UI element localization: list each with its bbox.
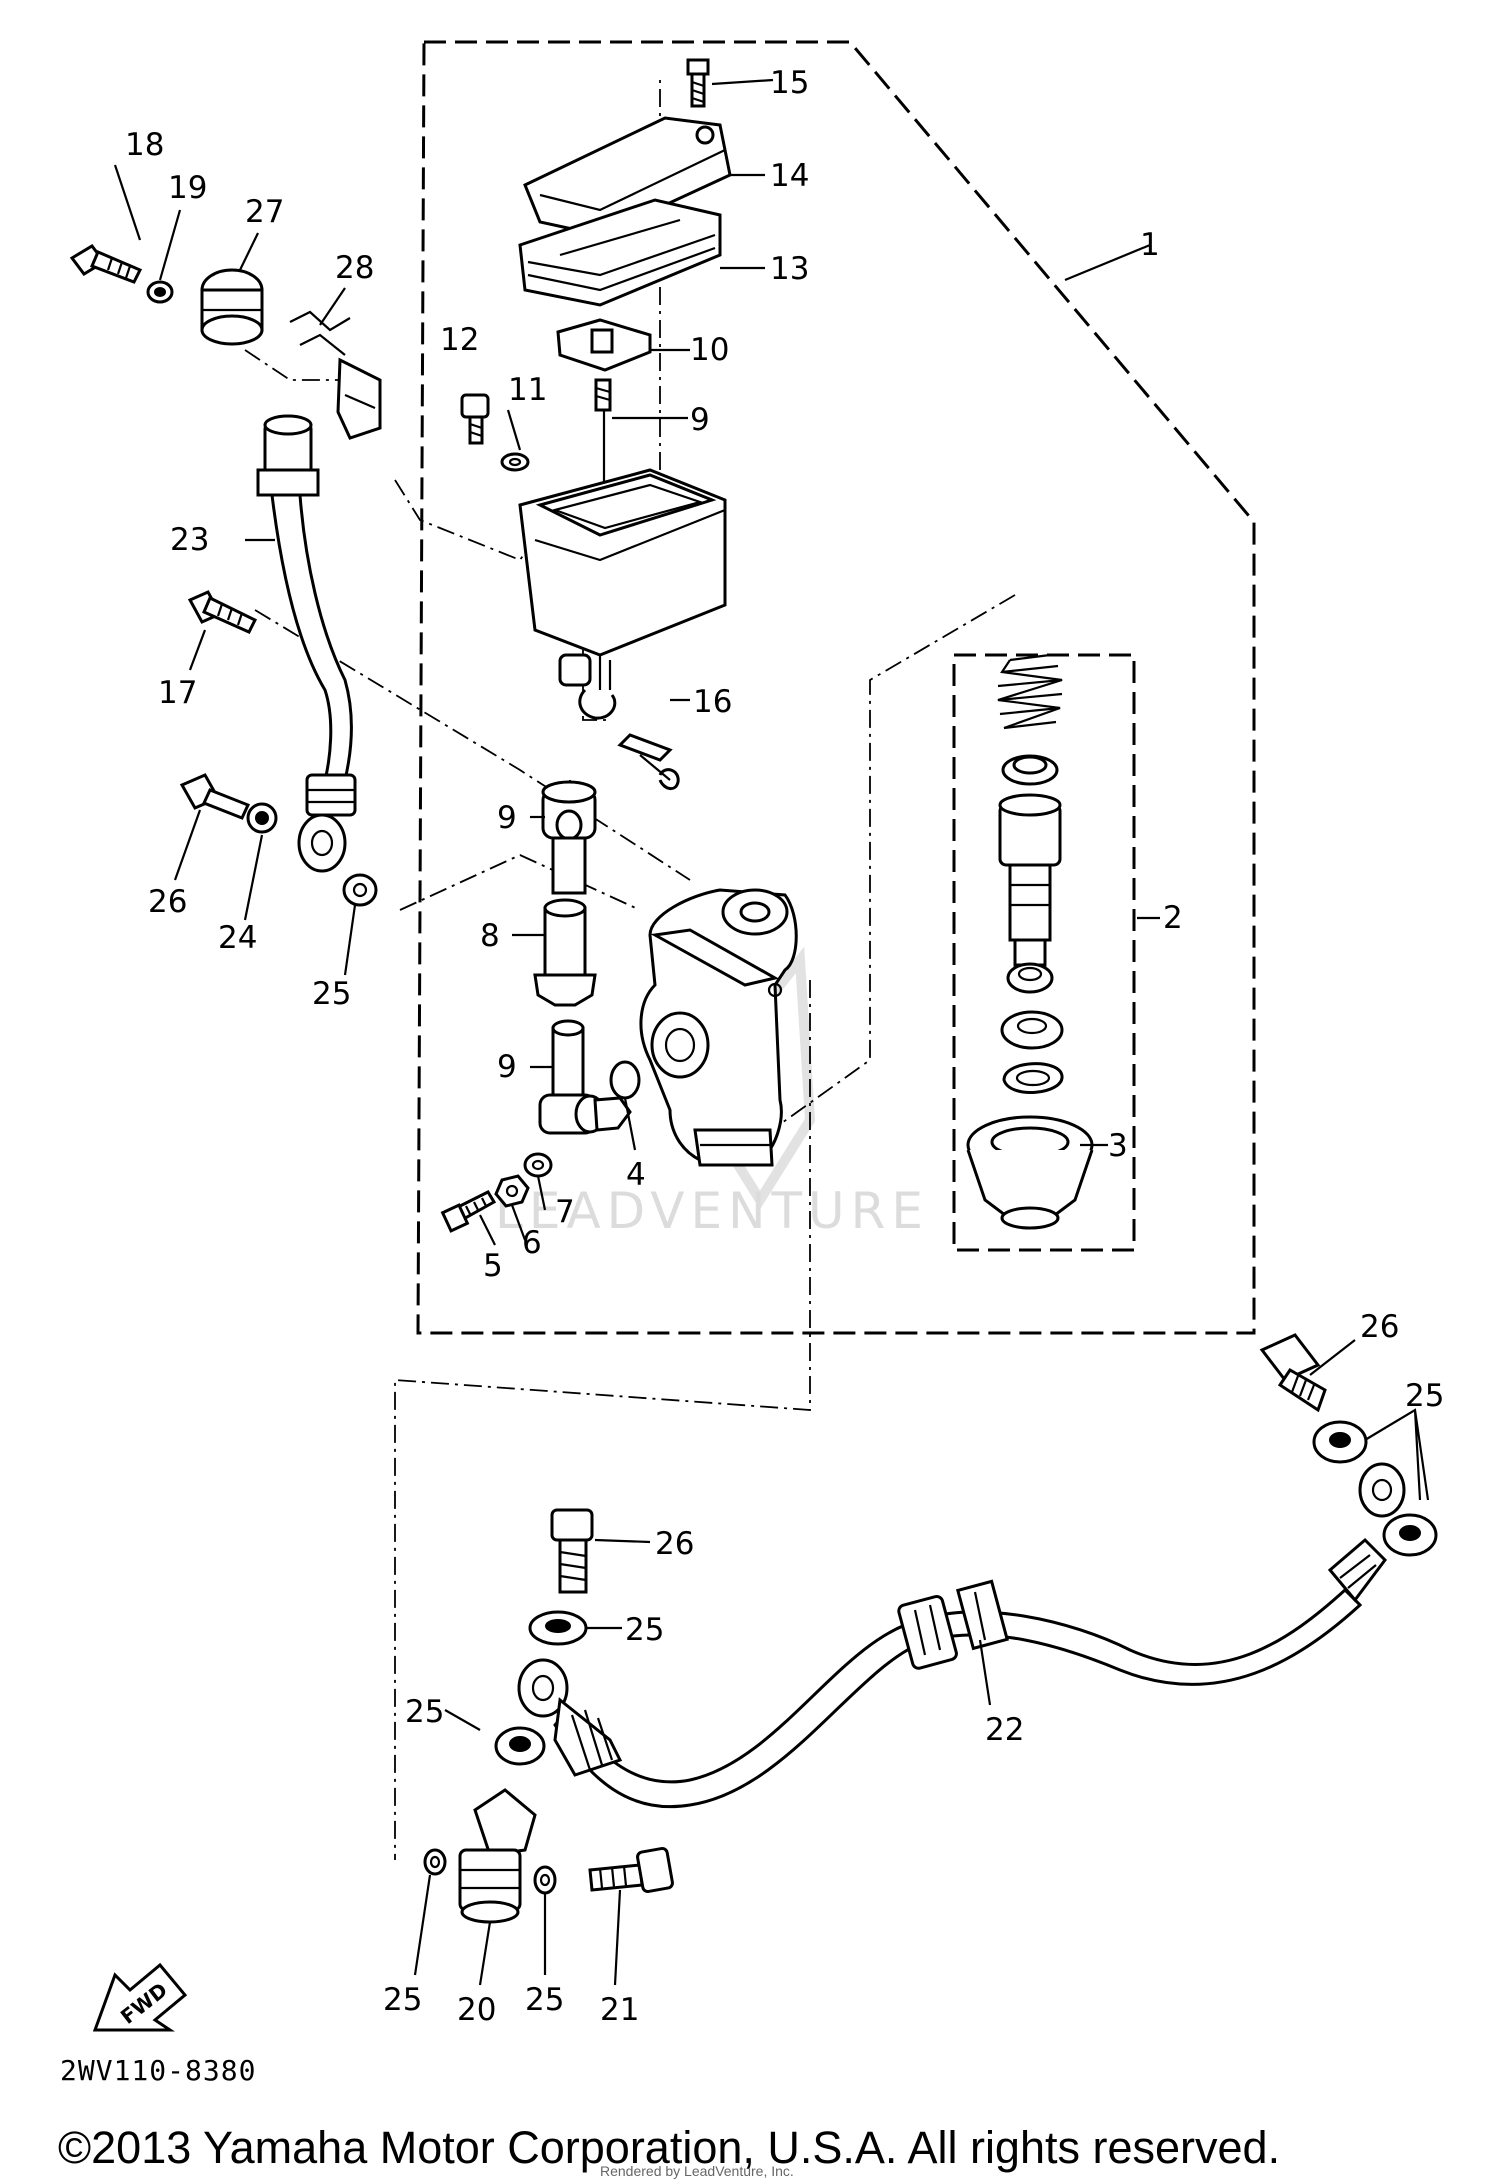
label-9-upper: 9 <box>497 800 517 836</box>
label-27: 27 <box>245 194 284 230</box>
label-28: 28 <box>335 250 374 286</box>
washer-25-right-1 <box>1312 1420 1368 1464</box>
washer-25-bottom-right <box>533 1865 557 1895</box>
brake-hose-24 <box>256 414 357 873</box>
piston-kit-circlip <box>1002 1062 1064 1094</box>
label-1: 1 <box>1140 227 1160 263</box>
label-2: 2 <box>1163 900 1183 936</box>
plate-11 <box>556 318 652 412</box>
label-5: 5 <box>483 1248 503 1284</box>
label-25-lower-1: 25 <box>625 1612 664 1648</box>
label-4: 4 <box>626 1157 646 1193</box>
screw-5 <box>440 1190 497 1233</box>
label-25-left-2: 25 <box>312 976 351 1012</box>
o-ring-4 <box>609 1060 641 1100</box>
bolt-18 <box>187 590 258 634</box>
label-13: 12 <box>440 322 479 358</box>
washer-12 <box>500 452 530 472</box>
piston-kit-boundary <box>952 653 1136 1252</box>
assembly-boundary <box>416 40 1256 1335</box>
washer-25-lower-2 <box>494 1726 546 1766</box>
label-20: 19 <box>168 170 207 206</box>
hose-clip-17 <box>578 688 680 790</box>
nut-6 <box>494 1174 530 1208</box>
label-25-bottom-right: 25 <box>525 1982 564 2018</box>
screw-13 <box>460 393 490 445</box>
label-21: 20 <box>457 1992 496 2028</box>
label-22: 21 <box>600 1992 639 2028</box>
copyright-notice: ©2013 Yamaha Motor Corporation, U.S.A. A… <box>58 2122 1280 2173</box>
washer-25-lower-1 <box>528 1610 588 1646</box>
leader-lines <box>113 78 1430 1986</box>
reservoir-hose-8 <box>533 898 597 1007</box>
label-9-lower: 9 <box>497 1049 517 1085</box>
label-14: 13 <box>770 251 809 287</box>
label-8: 8 <box>480 918 500 954</box>
washer-25-left-1 <box>246 802 278 834</box>
washer-20 <box>146 280 174 304</box>
label-6: 6 <box>522 1225 542 1261</box>
piston-kit-washer <box>1000 1010 1064 1050</box>
rendered-by-note: Rendered by LeadVenture, Inc. <box>600 2163 794 2179</box>
cap-screw-16 <box>686 58 710 108</box>
label-10: 9 <box>690 402 710 438</box>
label-3: 3 <box>1108 1128 1128 1164</box>
piston-kit-cup-2 <box>1006 962 1054 994</box>
banjo-fitting-right <box>1358 1462 1406 1518</box>
part-labels: 15 14 13 10 9 11 12 16 1 2 3 4 5 6 7 8 9… <box>125 65 1444 2028</box>
grommet-27 <box>200 268 264 346</box>
fwd-arrow-icon: FWD <box>92 1962 188 2032</box>
reservoir-body <box>518 468 727 690</box>
label-16: 15 <box>770 65 809 101</box>
watermark-text: LEADVENTURE <box>495 1182 929 1240</box>
label-25-bottom-left: 25 <box>383 1982 422 2018</box>
master-cylinder-body <box>639 888 798 1167</box>
bolt-22 <box>588 1846 674 1894</box>
piston-kit-spring <box>997 653 1063 730</box>
label-25-right: 25 <box>1405 1378 1444 1414</box>
label-24: 23 <box>170 522 209 558</box>
washer-25-left-2 <box>342 873 378 907</box>
hose-end-9-upper <box>541 780 597 895</box>
dust-boot-3 <box>966 1115 1094 1230</box>
label-26-left: 26 <box>148 884 187 920</box>
label-25-lower-2: 25 <box>405 1694 444 1730</box>
diaphragm-14 <box>518 198 722 307</box>
label-23: 22 <box>985 1712 1024 1748</box>
label-17: 16 <box>693 684 732 720</box>
hose-end-9-lower <box>538 1019 632 1135</box>
label-7: 7 <box>555 1194 575 1230</box>
label-25-left-1: 24 <box>218 920 257 956</box>
label-15: 14 <box>770 158 809 194</box>
label-26-right: 26 <box>1360 1309 1399 1345</box>
washer-25-right-2 <box>1382 1513 1438 1557</box>
union-bolt-26-left <box>179 773 251 820</box>
label-26-lower: 26 <box>655 1526 694 1562</box>
brake-hose-23 <box>553 1537 1387 1809</box>
bracket-28 <box>289 310 382 440</box>
piston-kit-cup-1 <box>1001 754 1059 786</box>
washer-25-bottom-left <box>423 1848 447 1876</box>
label-18: 17 <box>158 675 197 711</box>
bolt-19 <box>69 244 143 284</box>
banjo-fitting <box>517 1658 569 1718</box>
label-19: 18 <box>125 127 164 163</box>
fitting-21 <box>458 1788 537 1924</box>
piston-kit-piston <box>998 793 1062 967</box>
union-bolt-26-right <box>1259 1333 1327 1413</box>
label-12: 11 <box>508 372 547 408</box>
washer-7 <box>523 1152 553 1178</box>
label-11: 10 <box>690 332 729 368</box>
union-bolt-26-lower <box>550 1508 594 1594</box>
diagram-code: 2WV110-8380 <box>60 2054 256 2087</box>
